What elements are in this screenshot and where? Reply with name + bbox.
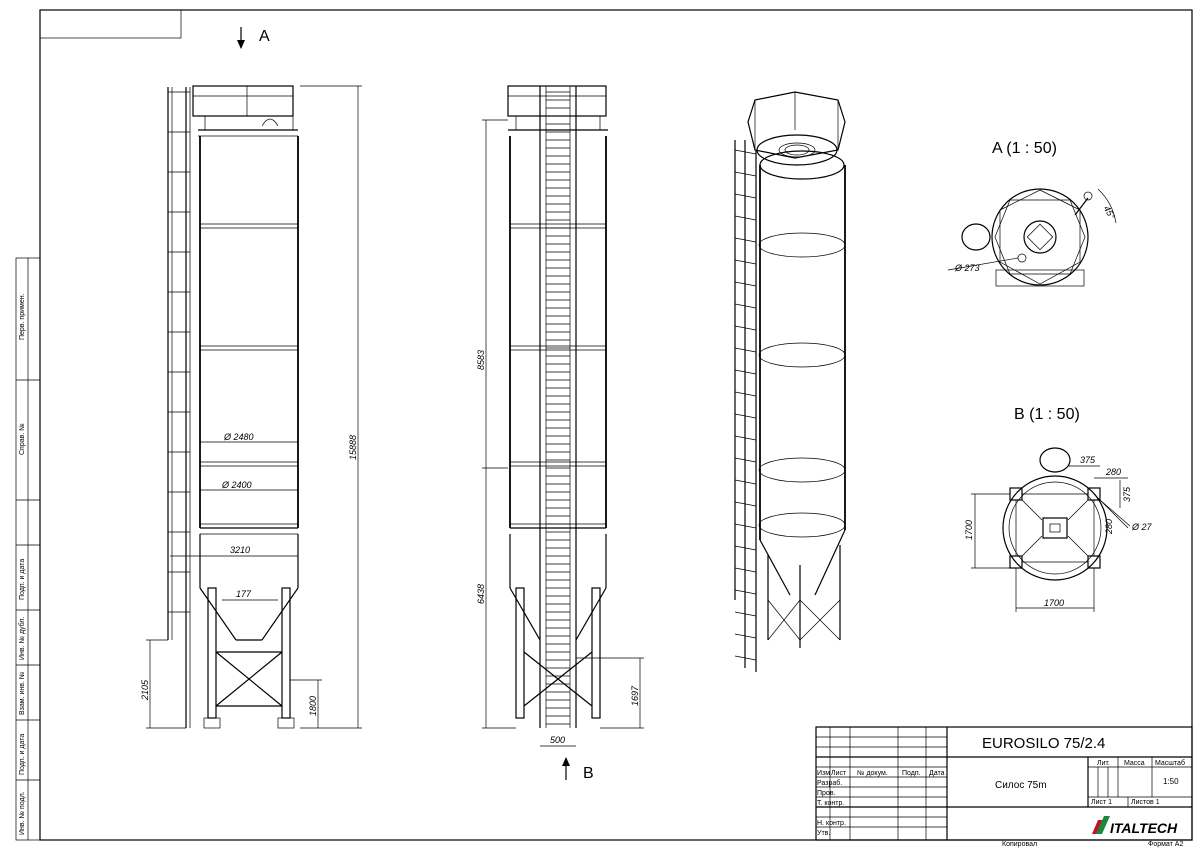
svg-text:Дата: Дата bbox=[929, 770, 945, 777]
svg-text:6438: 6438 bbox=[476, 584, 486, 604]
drawing-name: Силос 75m bbox=[995, 780, 1047, 791]
svg-text:500: 500 bbox=[550, 735, 565, 745]
svg-text:280: 280 bbox=[1105, 467, 1121, 477]
svg-text:Лит.: Лит. bbox=[1097, 760, 1110, 767]
detail-a: A (1 : 50) 45° Ø 273 bbox=[947, 140, 1117, 287]
svg-text:Ø 273: Ø 273 bbox=[954, 263, 980, 273]
svg-text:Копировал: Копировал bbox=[1002, 841, 1037, 848]
strip-label: Перв. примен. bbox=[19, 293, 26, 340]
sheet-border bbox=[39, 9, 1193, 841]
svg-text:1697: 1697 bbox=[630, 685, 640, 706]
isometric-view bbox=[734, 91, 846, 672]
svg-text:ITALTECH: ITALTECH bbox=[1110, 820, 1178, 836]
svg-text:Изм: Изм bbox=[817, 770, 830, 777]
svg-text:1700: 1700 bbox=[1044, 598, 1064, 608]
svg-text:Ø 27: Ø 27 bbox=[1131, 522, 1153, 532]
svg-text:8583: 8583 bbox=[476, 350, 486, 370]
svg-text:Ø 2480: Ø 2480 bbox=[223, 432, 254, 442]
svg-text:Лист 1: Лист 1 bbox=[1091, 799, 1112, 806]
strip-label: Подп. и дата bbox=[19, 734, 26, 775]
svg-text:1:50: 1:50 bbox=[1163, 777, 1179, 786]
strip-label: Подп. и дата bbox=[19, 559, 26, 600]
svg-text:Подп.: Подп. bbox=[902, 770, 921, 777]
svg-text:375: 375 bbox=[1122, 486, 1132, 502]
svg-text:B (1 : 50): B (1 : 50) bbox=[1014, 406, 1080, 423]
left-strip: Перв. примен. Справ. № Подп. и дата Инв.… bbox=[15, 257, 41, 841]
svg-text:2105: 2105 bbox=[140, 679, 150, 701]
svg-text:Разраб.: Разраб. bbox=[817, 779, 842, 787]
svg-text:Пров.: Пров. bbox=[817, 790, 836, 797]
svg-text:Листов 1: Листов 1 bbox=[1131, 799, 1160, 806]
top-left-stamp bbox=[39, 9, 182, 39]
svg-text:B: B bbox=[583, 765, 594, 782]
strip-label: Взам. инв. № bbox=[19, 672, 26, 715]
svg-text:Т. контр.: Т. контр. bbox=[817, 800, 844, 807]
svg-text:Утв.: Утв. bbox=[817, 830, 830, 837]
detail-b: B (1 : 50) 375 280 375 280 Ø 27 1700 bbox=[964, 406, 1153, 612]
svg-text:A (1 : 50): A (1 : 50) bbox=[992, 140, 1057, 157]
drawing-designation: EUROSILO 75/2.4 bbox=[982, 735, 1105, 752]
strip-label: Инв. № подл. bbox=[19, 791, 26, 835]
svg-text:Лист: Лист bbox=[831, 770, 847, 777]
side-view: 8583 6438 1697 500 bbox=[476, 85, 644, 747]
view-arrow-b: B bbox=[562, 757, 594, 782]
strip-label: Инв. № дубл. bbox=[18, 617, 26, 660]
svg-text:280: 280 bbox=[1104, 519, 1114, 535]
svg-text:Н. контр.: Н. контр. bbox=[817, 820, 846, 827]
svg-text:1700: 1700 bbox=[964, 520, 974, 540]
view-arrow-a: A bbox=[237, 27, 270, 49]
svg-text:15888: 15888 bbox=[348, 435, 358, 460]
svg-text:1800: 1800 bbox=[308, 696, 318, 716]
svg-text:Формат A2: Формат A2 bbox=[1148, 841, 1183, 848]
strip-label: Справ. № bbox=[19, 423, 26, 455]
svg-text:Масса: Масса bbox=[1124, 760, 1145, 767]
svg-text:375: 375 bbox=[1080, 455, 1096, 465]
svg-text:Ø 2400: Ø 2400 bbox=[221, 480, 252, 490]
italtech-logo: ITALTECH bbox=[1092, 816, 1178, 836]
title-block: EUROSILO 75/2.4 Силос 75m Изм Лист № док… bbox=[815, 726, 1193, 848]
svg-text:177: 177 bbox=[236, 589, 252, 599]
front-view: 15888 Ø 2480 Ø 2400 3210 177 2105 1800 bbox=[140, 85, 362, 729]
svg-text:A: A bbox=[259, 28, 270, 45]
svg-text:3210: 3210 bbox=[230, 545, 250, 555]
svg-text:№ докум.: № докум. bbox=[857, 770, 888, 777]
svg-text:Масштаб: Масштаб bbox=[1155, 759, 1185, 767]
